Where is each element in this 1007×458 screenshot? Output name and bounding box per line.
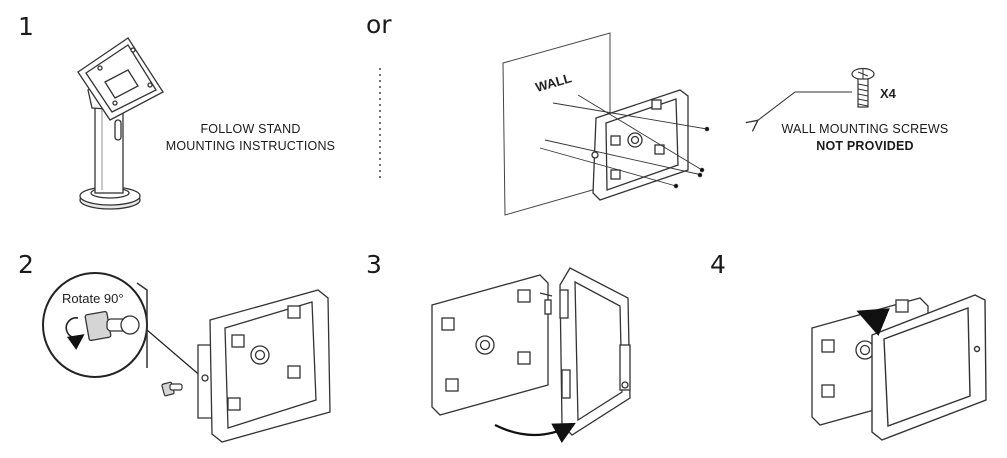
tablet-device <box>871 294 987 441</box>
insert-arrow <box>856 308 890 336</box>
step-number-2: 2 <box>18 250 34 279</box>
stand-illustration <box>77 37 164 210</box>
step-number-1: 1 <box>18 12 34 41</box>
stand-instructions-caption: FOLLOW STAND MOUNTING INSTRUCTIONS <box>163 121 338 155</box>
step3-back-plate <box>431 274 553 416</box>
screw-guide-lines <box>539 94 710 189</box>
screws-caption-line-2: NOT PROVIDED <box>816 139 914 153</box>
screw-count: X4 <box>880 86 897 101</box>
step-number-4: 4 <box>710 250 726 279</box>
stand-caption-line-2: MOUNTING INSTRUCTIONS <box>165 139 336 153</box>
step3-front-frame <box>559 267 631 436</box>
screws-caption: WALL MOUNTING SCREWS NOT PROVIDED <box>770 121 960 155</box>
step-number-3: 3 <box>366 250 382 279</box>
or-label: or <box>366 10 392 39</box>
rotate-label: Rotate 90° <box>62 291 124 306</box>
screws-caption-line-1: WALL MOUNTING SCREWS <box>781 122 949 136</box>
zoom-callout: Rotate 90° <box>42 272 204 379</box>
stand-caption-line-1: FOLLOW STAND <box>200 122 301 136</box>
frame-back-panel <box>197 289 331 443</box>
key-icon <box>161 381 183 397</box>
swing-arrow <box>494 422 576 444</box>
screws-pointer-arrow <box>757 91 852 121</box>
wall-frame <box>591 89 689 201</box>
screw-icon <box>851 67 875 108</box>
